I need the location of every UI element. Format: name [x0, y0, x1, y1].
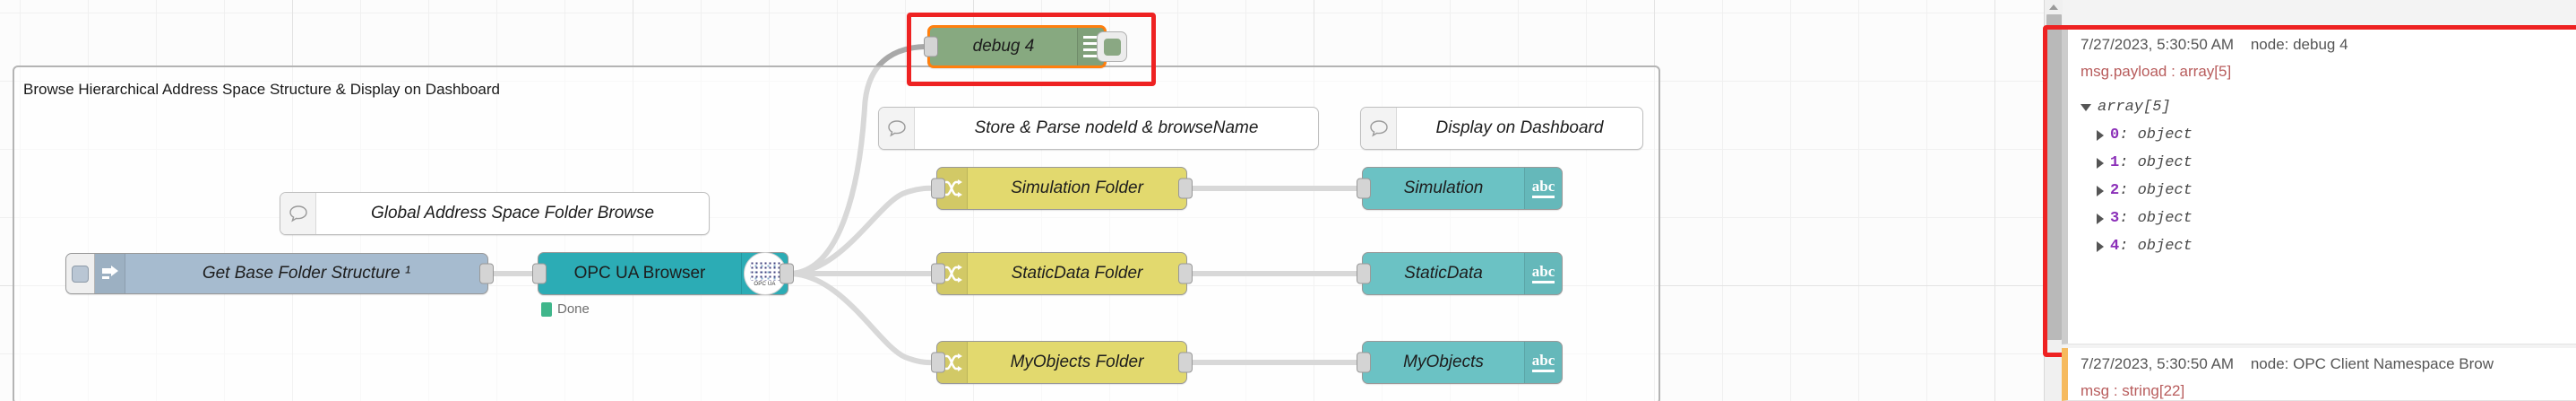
tree-item-index: 4	[2110, 238, 2120, 255]
inject-arrow-icon	[95, 254, 125, 293]
comment-icon	[1361, 108, 1397, 149]
debug-message-entry[interactable]: 7/27/2023, 5:30:50 AM node: OPC Client N…	[2062, 348, 2576, 401]
switch-node-staticdata-folder[interactable]: StaticData Folder	[931, 252, 1193, 295]
debug-scrollbar[interactable]	[2044, 0, 2063, 401]
dashboard-node-label: Simulation	[1403, 179, 1484, 197]
debug-topic: msg.payload : array[5]	[2081, 63, 2232, 80]
tree-item-value: object	[2137, 154, 2193, 171]
opc-ua-badge-label: OPC UA	[754, 281, 776, 287]
switch-node-label: MyObjects Folder	[1010, 353, 1144, 371]
tree-item-row[interactable]: 4: object	[2081, 232, 2576, 260]
dashboard-node-staticdata[interactable]: StaticData abc	[1357, 252, 1563, 295]
input-port[interactable]	[1357, 178, 1371, 199]
opc-ua-browser-status: Done	[541, 301, 590, 317]
input-port[interactable]	[931, 178, 945, 199]
output-port[interactable]	[780, 263, 794, 284]
inject-node-get-base-folder-structure[interactable]: Get Base Folder Structure ¹	[65, 253, 494, 294]
switch-node-simulation-folder[interactable]: Simulation Folder	[931, 167, 1193, 210]
dashboard-node-label: MyObjects	[1403, 353, 1484, 371]
tree-item-value: object	[2137, 210, 2193, 227]
abc-icon-label: abc	[1531, 353, 1555, 372]
output-port[interactable]	[1178, 263, 1193, 284]
flow-canvas[interactable]: Browse Hierarchical Address Space Struct…	[0, 0, 2061, 401]
debug-source-node: node: debug 4	[2250, 36, 2348, 53]
caret-right-icon[interactable]	[2097, 157, 2104, 169]
tree-item-value: object	[2137, 182, 2193, 199]
abc-icon-label: abc	[1531, 264, 1555, 283]
tree-item-index: 2	[2110, 182, 2120, 199]
debug-payload-tree: array[5] 0: object 1: object 2: object	[2081, 93, 2576, 260]
caret-down-icon[interactable]	[2081, 103, 2091, 111]
debug-timestamp: 7/27/2023, 5:30:50 AM	[2081, 355, 2235, 372]
caret-right-icon[interactable]	[2097, 129, 2104, 141]
status-dot-icon	[541, 301, 552, 317]
debug-message-entry[interactable]: 7/27/2023, 5:30:50 AM node: debug 4 msg.…	[2062, 29, 2576, 344]
tree-item-index: 0	[2110, 126, 2120, 144]
switch-node-label: Simulation Folder	[1011, 179, 1143, 197]
output-port[interactable]	[479, 263, 494, 284]
tree-item-row[interactable]: 3: object	[2081, 205, 2576, 232]
debug-topic: msg : string[22]	[2081, 382, 2185, 399]
dashboard-node-label: StaticData	[1404, 264, 1483, 283]
debug-timestamp: 7/27/2023, 5:30:50 AM	[2081, 36, 2235, 53]
input-port[interactable]	[1357, 263, 1371, 284]
comment-label: Store & Parse nodeId & browseName	[974, 118, 1259, 137]
tree-item-index: 1	[2110, 154, 2120, 171]
debug-node-debug-4[interactable]: debug 4	[924, 25, 1127, 68]
input-port[interactable]	[532, 263, 547, 284]
debug-entry-header: 7/27/2023, 5:30:50 AM node: debug 4	[2081, 36, 2576, 54]
abc-icon-label: abc	[1531, 179, 1555, 198]
comment-node-store-parse[interactable]: Store & Parse nodeId & browseName	[878, 107, 1319, 150]
input-port[interactable]	[931, 263, 945, 284]
input-port[interactable]	[924, 36, 938, 57]
dashboard-node-myobjects[interactable]: MyObjects abc	[1357, 341, 1563, 384]
scrollbar-thumb[interactable]	[2046, 14, 2062, 340]
caret-right-icon[interactable]	[2097, 240, 2104, 252]
comment-node-global-browse[interactable]: Global Address Space Folder Browse	[280, 192, 710, 235]
tree-item-row[interactable]: 1: object	[2081, 149, 2576, 177]
comment-label: Display on Dashboard	[1435, 118, 1604, 137]
tree-item-row[interactable]: 2: object	[2081, 177, 2576, 205]
flow-group-label: Browse Hierarchical Address Space Struct…	[23, 81, 500, 98]
abc-icon: abc	[1524, 253, 1562, 294]
output-port[interactable]	[1178, 352, 1193, 373]
caret-right-icon[interactable]	[2097, 185, 2104, 196]
tree-root-row[interactable]: array[5]	[2081, 93, 2576, 121]
switch-node-label: StaticData Folder	[1011, 264, 1143, 283]
switch-node-myobjects-folder[interactable]: MyObjects Folder	[931, 341, 1193, 384]
tree-item-value: object	[2137, 126, 2193, 144]
status-label: Done	[557, 301, 590, 317]
tree-item-row[interactable]: 0: object	[2081, 121, 2576, 149]
comment-label: Global Address Space Folder Browse	[370, 204, 655, 222]
input-port[interactable]	[1357, 352, 1371, 373]
scroll-up-arrow-icon[interactable]	[2045, 0, 2063, 14]
abc-icon: abc	[1524, 168, 1562, 209]
opc-ua-browser-node[interactable]: OPC UA Browser OPC UA	[532, 252, 794, 295]
debug-enable-toggle[interactable]	[1097, 31, 1127, 62]
opc-ua-badge-icon: OPC UA	[741, 252, 788, 295]
tree-root-label: array[5]	[2098, 99, 2171, 116]
comment-icon	[280, 193, 316, 234]
debug-sidebar: 7/27/2023, 5:30:50 AM node: debug 4 msg.…	[2043, 0, 2576, 401]
debug-source-node: node: OPC Client Namespace Brow	[2250, 355, 2494, 372]
comment-node-display-dashboard[interactable]: Display on Dashboard	[1360, 107, 1643, 150]
debug-node-label: debug 4	[972, 37, 1035, 56]
caret-right-icon[interactable]	[2097, 213, 2104, 224]
tree-item-value: object	[2137, 238, 2193, 255]
inject-trigger-button[interactable]	[66, 254, 95, 293]
opc-ua-browser-label: OPC UA Browser	[573, 264, 706, 283]
abc-icon: abc	[1524, 342, 1562, 383]
dashboard-node-simulation[interactable]: Simulation abc	[1357, 167, 1563, 210]
inject-node-label: Get Base Folder Structure ¹	[202, 264, 411, 283]
input-port[interactable]	[931, 352, 945, 373]
output-port[interactable]	[1178, 178, 1193, 199]
tree-item-index: 3	[2110, 210, 2120, 227]
comment-icon	[879, 108, 915, 149]
debug-entry-header: 7/27/2023, 5:30:50 AM node: OPC Client N…	[2081, 355, 2576, 373]
